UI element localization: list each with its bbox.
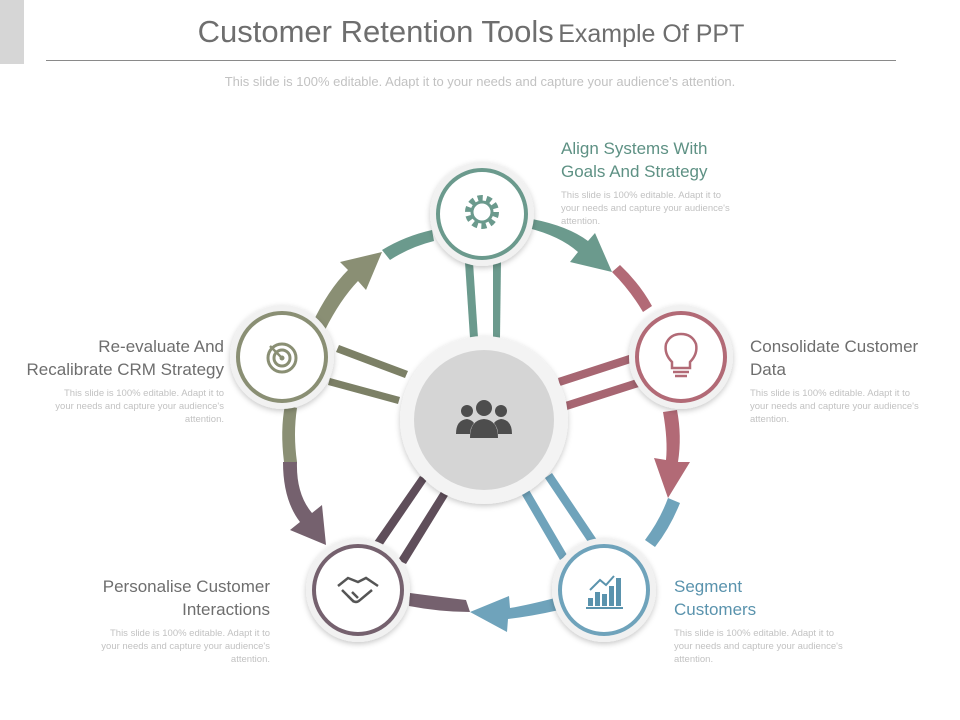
- spoke-left: [336, 345, 408, 378]
- heading-personalise-1: Personalise Customer: [102, 577, 270, 596]
- desc-reevaluate-3: attention.: [184, 414, 224, 425]
- arc-olive-lower: [282, 405, 297, 462]
- slide-title: Customer Retention Tools Example Of PPT: [46, 14, 896, 50]
- heading-segment-2: Customers: [674, 600, 757, 619]
- spoke-top: [465, 262, 478, 338]
- arrow-rose: [654, 410, 690, 498]
- heading-segment-1: Segment: [674, 577, 743, 596]
- spoke-right-2: [565, 378, 642, 410]
- desc-segment-2: your needs and capture your audience's: [674, 641, 843, 652]
- title-divider: [46, 60, 896, 61]
- heading-personalise-2: Interactions: [182, 600, 270, 619]
- desc-personalise-3: attention.: [230, 654, 270, 665]
- arc-blue-top: [645, 498, 680, 547]
- heading-consolidate-1: Consolidate Customer: [750, 337, 919, 356]
- arrow-olive: [312, 252, 382, 330]
- heading-align-2: Goals And Strategy: [561, 162, 708, 181]
- arrow-teal: [528, 219, 612, 272]
- heading-reevaluate-1: Re-evaluate And: [98, 337, 224, 356]
- desc-consolidate-3: attention.: [750, 414, 790, 425]
- title-sub: Example Of PPT: [558, 20, 745, 48]
- node-consolidate: [629, 305, 733, 409]
- spoke-lower-right-2: [518, 483, 567, 560]
- desc-reevaluate-1: This slide is 100% editable. Adapt it to: [63, 388, 224, 399]
- desc-personalise-2: your needs and capture your audience's: [101, 641, 270, 652]
- spoke-lower-left: [372, 476, 427, 549]
- node-reevaluate: [230, 305, 334, 409]
- bar-chart-icon: [586, 575, 623, 609]
- desc-reevaluate-2: your needs and capture your audience's: [55, 401, 224, 412]
- arc-rose-top: [612, 265, 652, 312]
- desc-segment-1: This slide is 100% editable. Adapt it to: [674, 628, 835, 639]
- spoke-top-2: [493, 262, 501, 338]
- gear-icon: [465, 195, 499, 229]
- spoke-right: [558, 354, 634, 386]
- spoke-lower-right: [545, 473, 597, 545]
- arrow-plum: [283, 462, 326, 545]
- node-personalise: [306, 538, 410, 642]
- arc-plum-right: [409, 593, 470, 612]
- team-icon: [456, 400, 512, 438]
- arc-teal-left: [382, 230, 434, 260]
- heading-reevaluate-2: Recalibrate CRM Strategy: [26, 360, 224, 379]
- desc-segment-3: attention.: [674, 654, 714, 665]
- node-segment: [552, 538, 656, 642]
- node-align-systems: [430, 162, 534, 266]
- center-hub: [400, 336, 568, 504]
- desc-align-3: attention.: [561, 216, 601, 227]
- desc-align-2: your needs and capture your audience's: [561, 203, 730, 214]
- heading-align-1: Align Systems With: [561, 139, 708, 158]
- connector-spokes: [328, 262, 642, 564]
- desc-personalise-1: This slide is 100% editable. Adapt it to: [109, 628, 270, 639]
- corner-tab: [0, 0, 24, 64]
- lightbulb-icon: [664, 332, 698, 378]
- spoke-lower-left-2: [398, 490, 449, 564]
- handshake-icon: [337, 576, 379, 604]
- title-main: Customer Retention Tools: [197, 14, 554, 49]
- desc-consolidate-1: This slide is 100% editable. Adapt it to: [750, 388, 911, 399]
- target-icon: [266, 342, 298, 374]
- arrow-blue: [470, 596, 559, 632]
- desc-align-1: This slide is 100% editable. Adapt it to: [561, 190, 722, 201]
- ring-arrows: [282, 219, 690, 632]
- slide-subtitle: This slide is 100% editable. Adapt it to…: [224, 74, 736, 89]
- spoke-left-2: [328, 378, 400, 404]
- desc-consolidate-2: your needs and capture your audience's: [750, 401, 919, 412]
- heading-consolidate-2: Data: [750, 360, 786, 379]
